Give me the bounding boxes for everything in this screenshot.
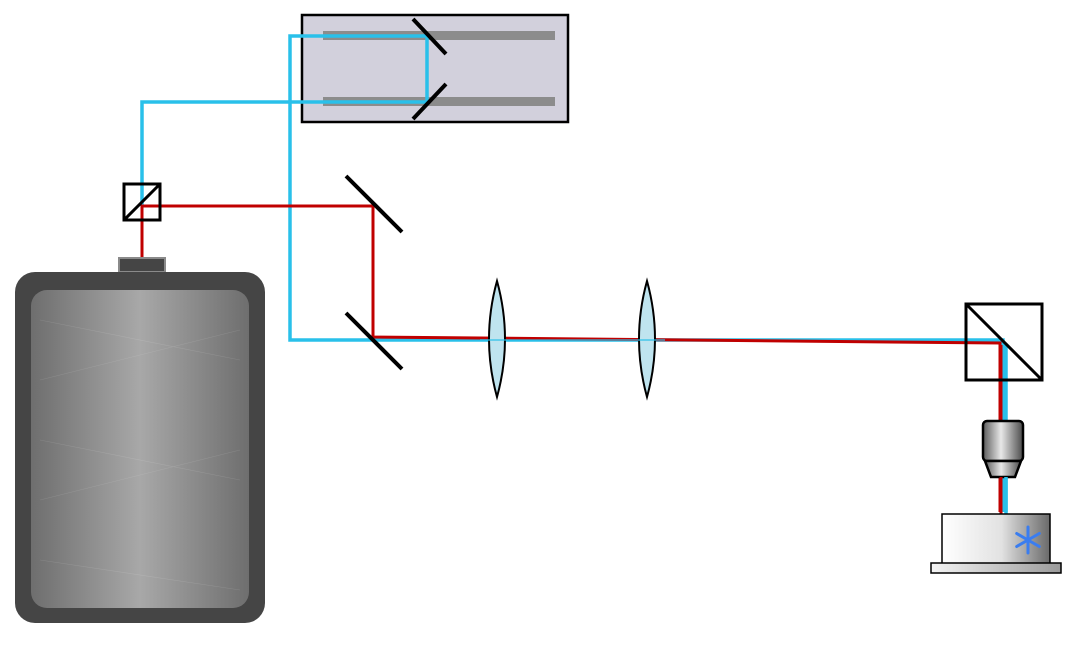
retro-mirror-bottom [411, 82, 448, 121]
dichroic-diagonal [964, 302, 1044, 382]
delay-line-stage [300, 13, 570, 124]
asterisk-star-icon [1015, 525, 1041, 555]
retro-mirror-top [411, 17, 448, 56]
objective-body [981, 419, 1025, 463]
laser-output-aperture [118, 257, 166, 273]
laser-panel [31, 290, 249, 608]
dichroic-cube [964, 302, 1044, 382]
beamsplitter-cube-icon [964, 302, 1044, 382]
mirror-lower-icon [344, 311, 404, 371]
laser-panel-texture [39, 319, 241, 591]
sample-stage-base [930, 562, 1062, 574]
beamsplitter-diagonal [122, 182, 162, 222]
laser-source [15, 257, 265, 623]
mirror-upper [344, 174, 404, 234]
mirror-upper-icon [344, 174, 404, 234]
stage-rail-top [323, 31, 555, 40]
red-beam-path [140, 204, 1002, 512]
delay-retroreflector [411, 17, 448, 121]
stage-rail-bottom [323, 97, 555, 106]
objective-tip [983, 459, 1023, 479]
blue-beam-path [140, 34, 1005, 512]
sample-holder-icon [941, 513, 1051, 565]
microscope-objective [981, 419, 1025, 479]
mirror-lower [344, 311, 404, 371]
sample-stage [930, 513, 1062, 574]
beamsplitter-cube-icon [122, 182, 162, 222]
beamsplitter-polarizing [122, 182, 162, 222]
